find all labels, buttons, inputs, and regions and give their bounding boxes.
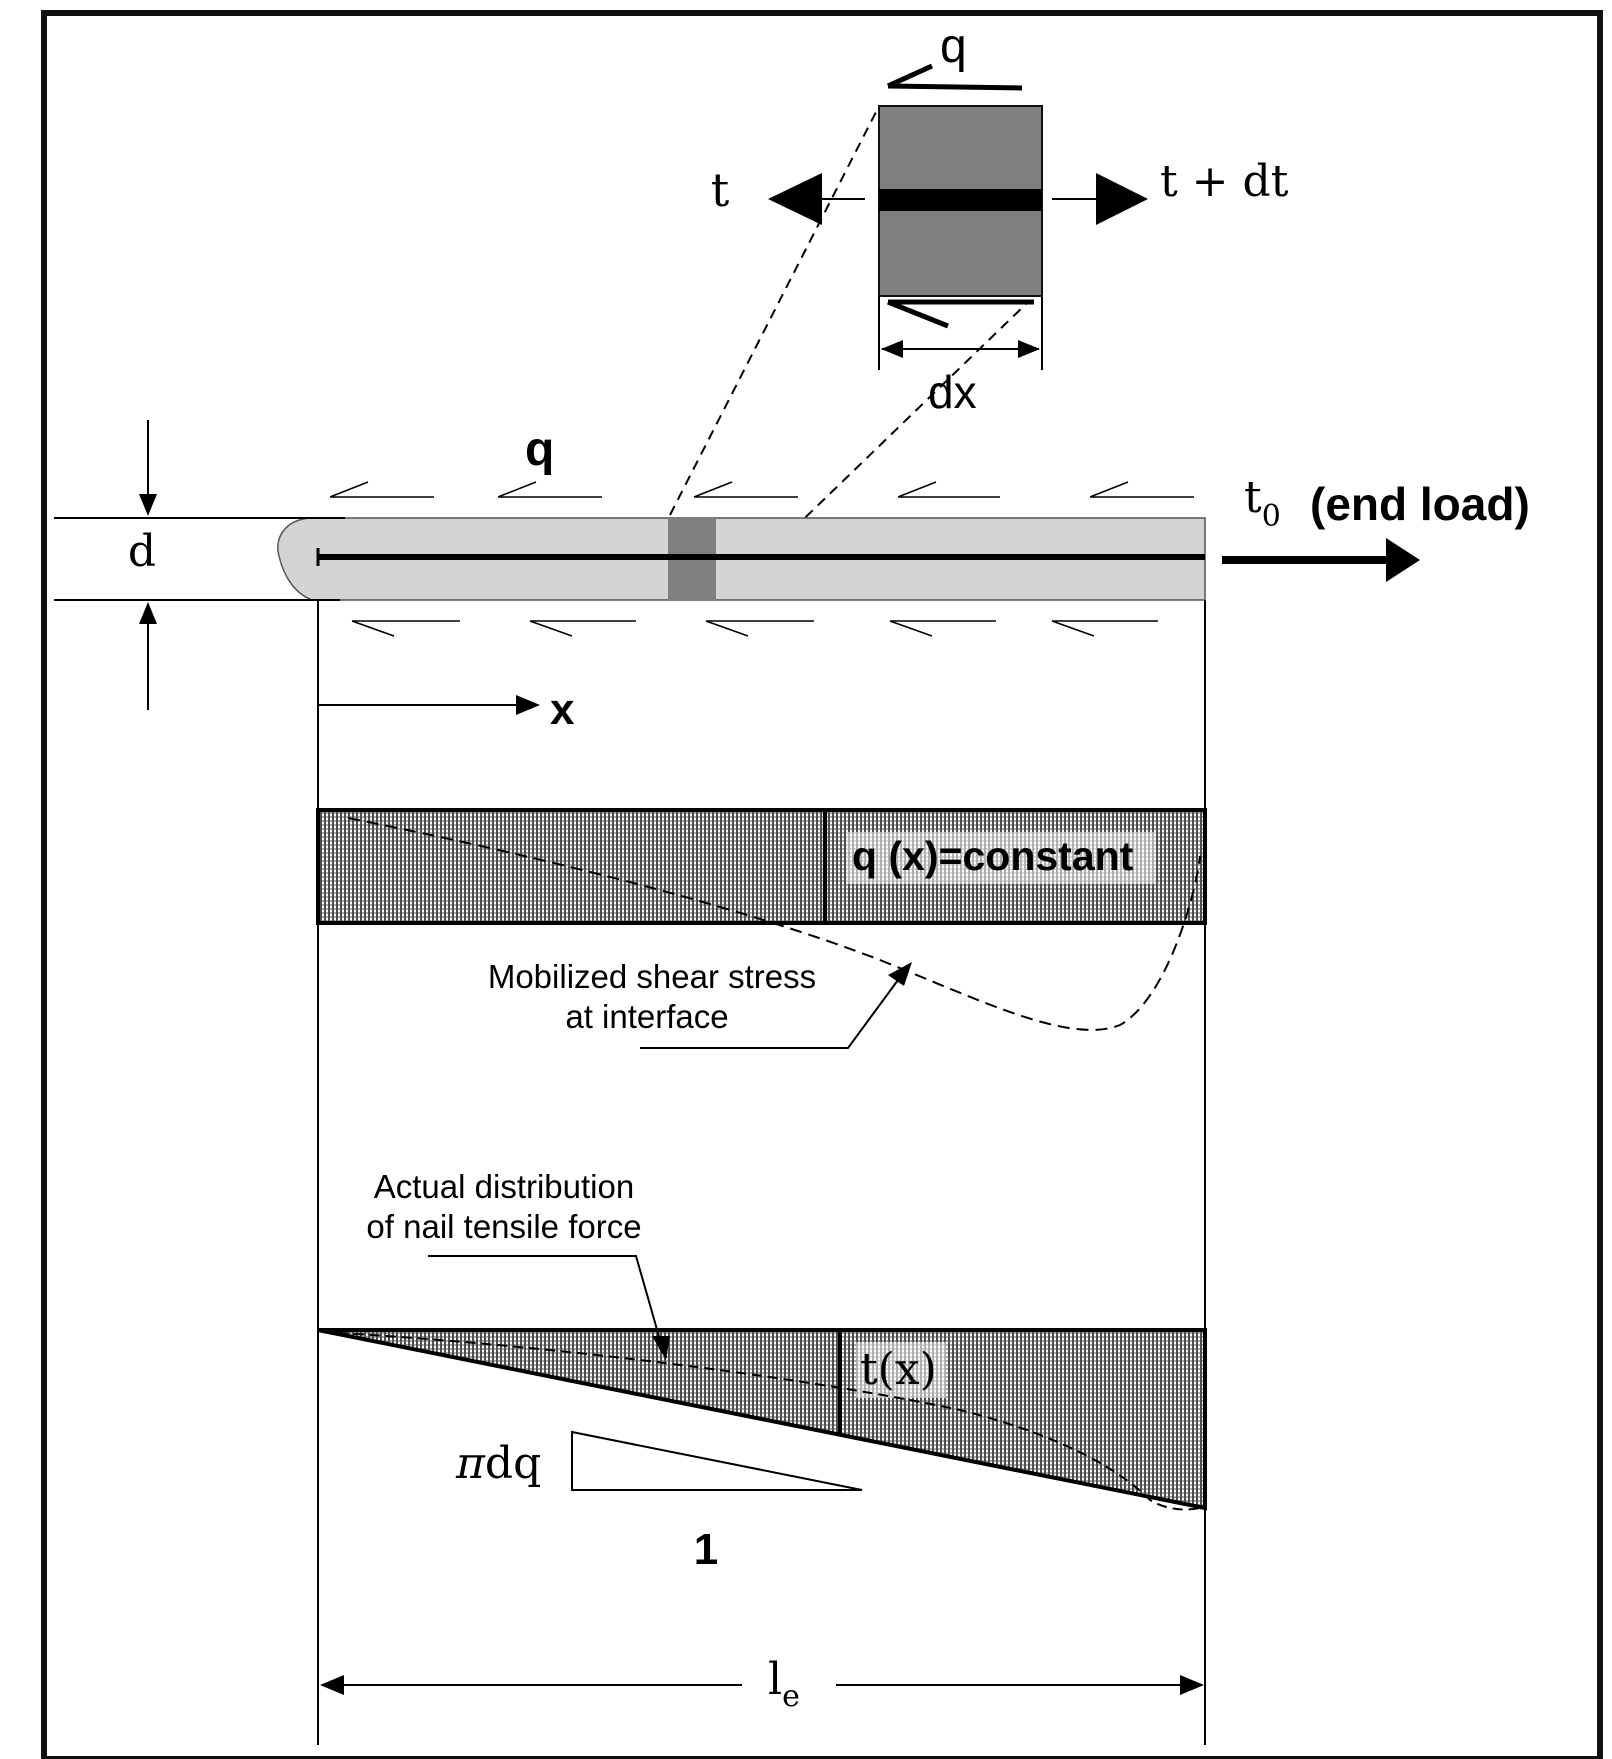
embedded-length-subscript: e <box>782 1679 800 1714</box>
diameter-arrowhead-bottom <box>139 602 157 624</box>
embedded-length-arrowhead-left <box>320 1675 344 1695</box>
end-force-label: t0 <box>1244 472 1281 534</box>
shear-distribution: q (x)=constant Mobilized shear stress at… <box>316 808 1207 1049</box>
shear-distribution-label-bg <box>846 832 1156 884</box>
slope-rise-label: πdq <box>455 1438 541 1489</box>
embedded-length-dimension: le <box>320 1654 1204 1714</box>
nail-shear-arrows-bottom <box>351 620 1158 637</box>
figure-frame <box>41 10 1603 1759</box>
x-axis-label: x <box>550 685 575 734</box>
tension-distribution-label: t(x) <box>860 1344 937 1395</box>
element-dx-arrowhead-left <box>881 340 903 358</box>
end-force-subscript: 0 <box>1262 499 1281 534</box>
embedded-length-label: le <box>768 1654 800 1714</box>
projection-line-left <box>669 111 877 516</box>
diameter-dimension: d <box>54 420 345 710</box>
element-force-right-label: t + dt <box>1160 156 1289 207</box>
mobilized-shear-leader <box>640 979 899 1049</box>
element-force-right-head <box>1096 173 1148 225</box>
nail-shear-arrows-top <box>329 481 1194 498</box>
mobilized-shear-label-2: at interface <box>565 998 728 1035</box>
actual-distribution-leader <box>428 1255 661 1341</box>
element-rod <box>879 189 1042 211</box>
element-width-label: dx <box>928 366 977 418</box>
element-shear-top-head <box>886 63 934 89</box>
element-shear-top-label: q <box>940 20 967 73</box>
mobilized-shear-leader-head <box>888 962 912 986</box>
tension-distribution-label-bg <box>856 1342 946 1398</box>
actual-distribution-label-1: Actual distribution <box>374 1168 634 1205</box>
shear-distribution-label: q (x)=constant <box>852 833 1134 879</box>
element-dx-arrowhead-right <box>1018 340 1040 358</box>
actual-distribution-label-2: of nail tensile force <box>366 1208 641 1245</box>
nail-diameter-label: d <box>128 526 156 577</box>
element-detail: q t t + dt dx <box>711 20 1289 418</box>
nail-shear-label: q <box>525 423 554 476</box>
nail: q t0 (end load) <box>277 423 1530 637</box>
end-load-arrowhead <box>1386 538 1420 582</box>
element-shear-top-line <box>887 83 1023 91</box>
actual-tension-curve <box>321 1331 1201 1511</box>
slope-triangle <box>571 1430 863 1491</box>
actual-distribution-leader-head <box>652 1336 670 1360</box>
embedded-length-arrowhead-right <box>1180 1675 1204 1695</box>
mobilized-shear-label-1: Mobilized shear stress <box>488 958 816 995</box>
diameter-arrowhead-top <box>139 494 157 516</box>
element-force-left-head <box>768 173 822 225</box>
end-load-label: (end load) <box>1310 478 1530 530</box>
element-shear-bottom-head <box>887 299 949 329</box>
x-axis-arrowhead <box>516 695 540 715</box>
slope-run-label: 1 <box>694 1525 718 1574</box>
tension-distribution: t(x) Actual distribution of nail tensile… <box>317 1168 1207 1574</box>
tension-distribution-triangle <box>317 1328 1207 1511</box>
mobilized-shear-curve <box>347 817 1201 1031</box>
element-force-left-label: t <box>711 163 730 217</box>
